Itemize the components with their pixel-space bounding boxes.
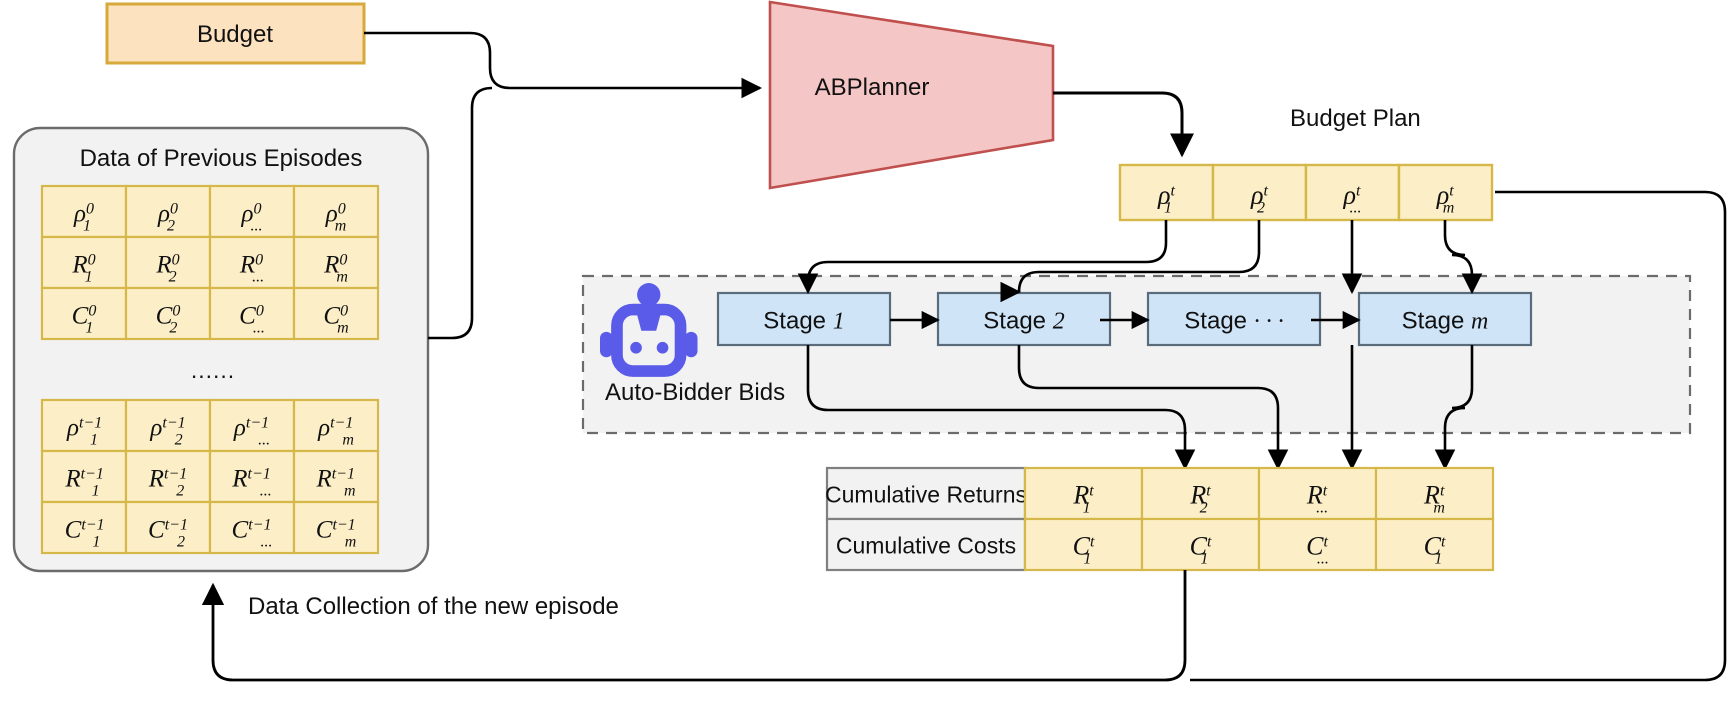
table-cell (292, 286, 380, 341)
table-cell-value: ρt−1... (233, 414, 270, 448)
table-cell-value: C0... (239, 302, 265, 336)
results-cell (1023, 517, 1144, 572)
results-row-label-box (825, 517, 1027, 572)
results-cell (1374, 517, 1495, 572)
stage1-to-returns-line (806, 345, 1196, 471)
table-cell (208, 286, 296, 341)
rhom-to-stagem-line (1443, 220, 1483, 295)
feedback-label: Data Collection of the new episode (248, 593, 619, 620)
stage-box-4[interactable] (1357, 291, 1533, 347)
stage-boxes: Stage 1 Stage 2 Stage · · · Stage m (716, 291, 1533, 347)
auto-bidder-caption: Auto-Bidder Bids (605, 379, 785, 406)
table-cell (40, 286, 128, 341)
table-cell (124, 286, 212, 341)
planner-to-budget-plan-line (1053, 91, 1194, 158)
table-cell (208, 500, 296, 555)
results-cell (1257, 517, 1378, 572)
stagem-to-returns-line (1434, 345, 1474, 471)
budget-plan-right-rail (1190, 190, 1727, 682)
table-cell (124, 500, 212, 555)
stage-label: Stage 2 (983, 307, 1064, 334)
budget-plan-caption: Budget Plan (1290, 105, 1421, 132)
table-cell-value: ρ0... (241, 200, 263, 234)
rho1-to-stage1-line (797, 220, 1168, 295)
results-row-label: Cumulative Returns (825, 482, 1027, 508)
budget-box[interactable] (105, 2, 366, 65)
table-cell-value: R0... (239, 251, 264, 285)
stage-label: Stage m (1402, 307, 1489, 334)
abplanner-shape[interactable] (768, 0, 1055, 190)
stage-label: Stage · · · (1184, 307, 1283, 334)
abplanner-label: ABPlanner (815, 74, 930, 101)
results-cell (1023, 466, 1144, 521)
results-cell-value: Ct... (1306, 532, 1329, 568)
stage-label: Stage 1 (763, 307, 844, 334)
table-cell (40, 449, 128, 504)
budget-to-planner-line (364, 31, 763, 99)
feedback-loop-line (201, 570, 1187, 682)
episodes-to-planner-line (428, 86, 493, 340)
results-cell (1374, 466, 1495, 521)
previous-episodes-ellipsis: ...... (191, 357, 235, 383)
table-cell (292, 449, 380, 504)
table-cell-value: Rt−1... (231, 465, 272, 499)
table-cell (292, 398, 380, 453)
budget-label: Budget (197, 21, 273, 48)
results-cell-value: Rt... (1306, 481, 1328, 517)
budget-plan-cell-value: ρt... (1343, 181, 1362, 217)
table-cell (124, 449, 212, 504)
stage2-to-returns-line (1017, 345, 1289, 471)
budget-plan-cell[interactable] (1118, 163, 1215, 222)
robot-icon (600, 283, 698, 377)
table-cell-value: Ct−1... (232, 516, 273, 550)
table-cell (292, 500, 380, 555)
budget-plan-cell[interactable] (1211, 163, 1308, 222)
rho2-to-stage2-line (1008, 220, 1261, 295)
results-row-label: Cumulative Costs (836, 533, 1016, 559)
budget-plan-cell[interactable] (1304, 163, 1401, 222)
previous-episodes-title: Data of Previous Episodes (80, 145, 363, 172)
stage-box-3[interactable] (1146, 291, 1322, 347)
table-cell (292, 184, 380, 239)
results-cell (1257, 466, 1378, 521)
